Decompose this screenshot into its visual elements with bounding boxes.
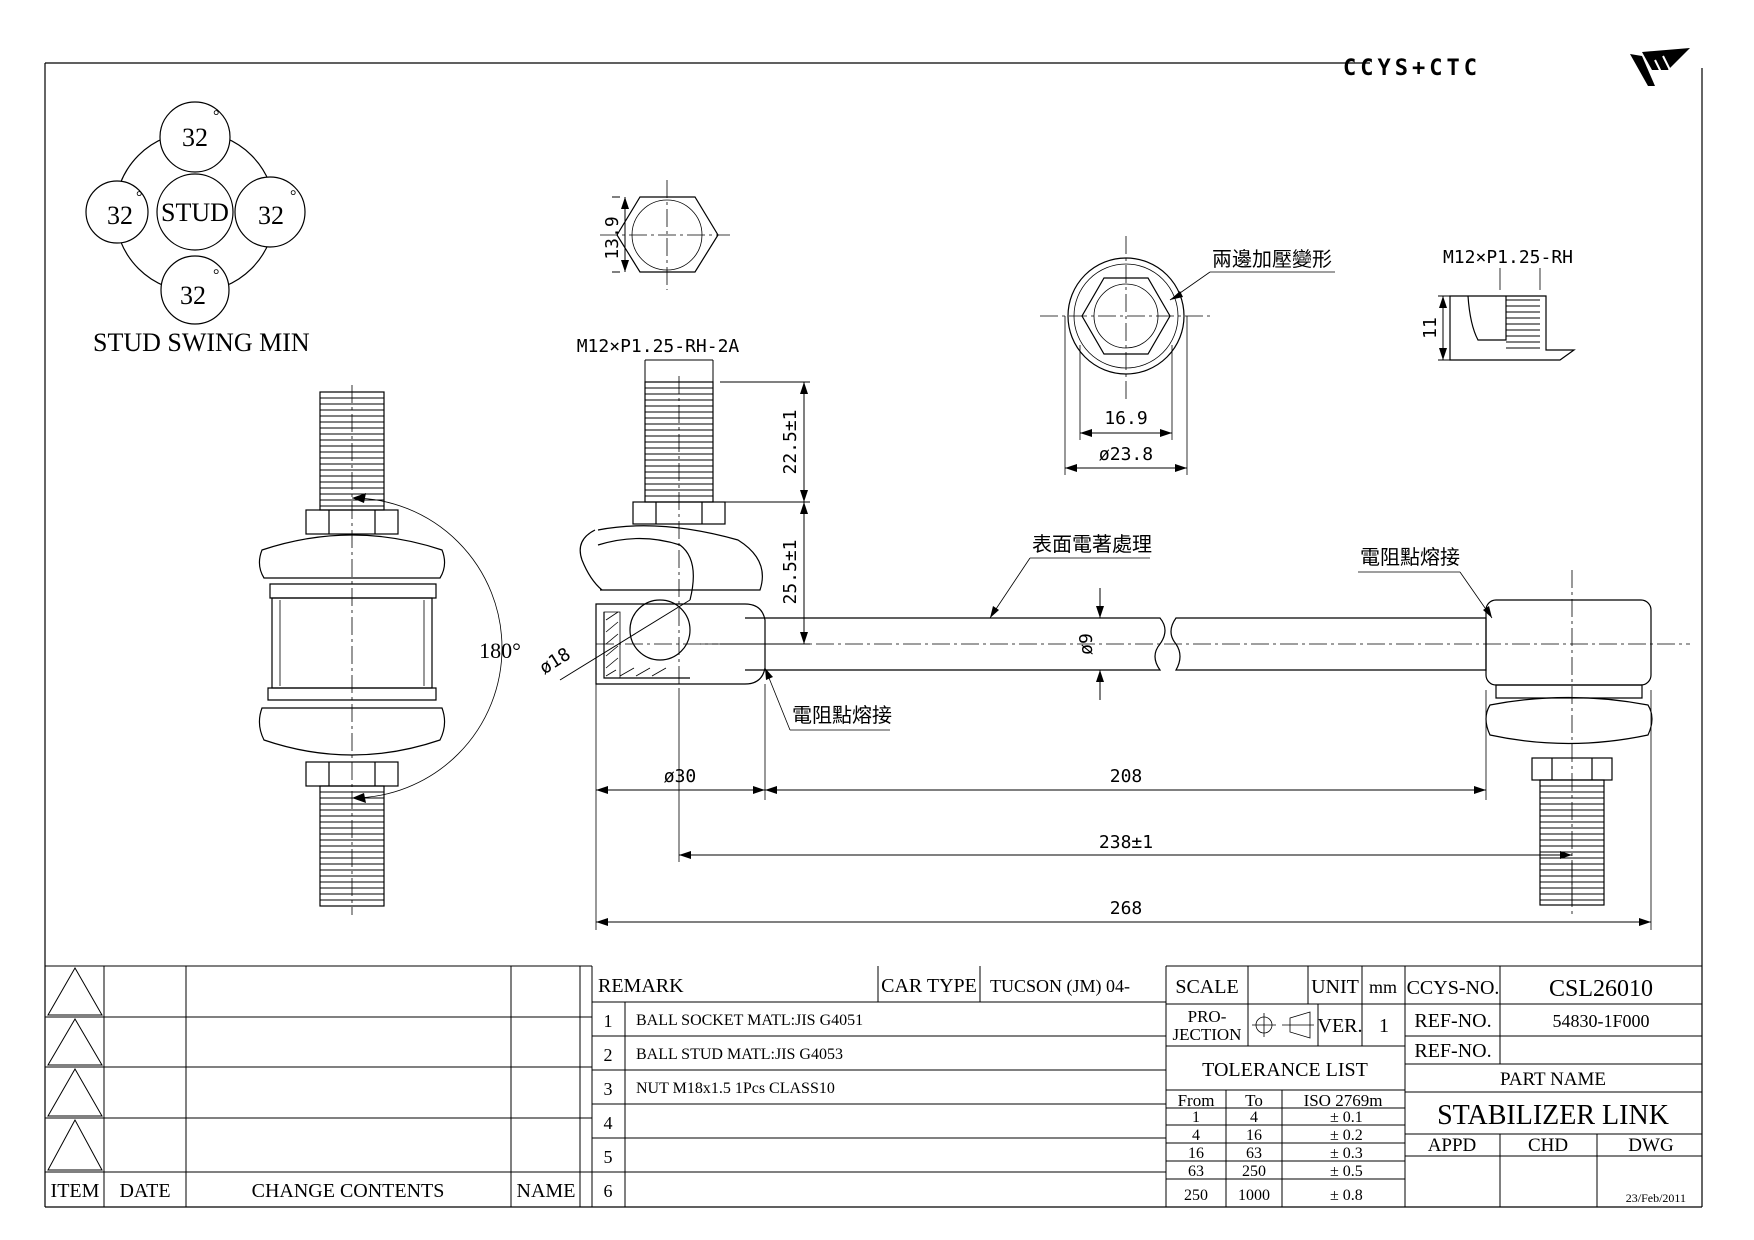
swing-angle-label: 180° bbox=[479, 638, 521, 663]
tol-to-header: To bbox=[1245, 1091, 1263, 1110]
tol-to-1: 4 bbox=[1250, 1109, 1258, 1126]
swing-right-degree: ° bbox=[290, 188, 296, 205]
main-view-dimensions: M12×P1.25-RH-2A 22.5±1 25.5±1 ø18 ø9 ø30… bbox=[536, 336, 1652, 930]
tol-from-4: 63 bbox=[1188, 1163, 1204, 1180]
rod-length-dim: 208 bbox=[1110, 766, 1143, 787]
scale-label: SCALE bbox=[1175, 976, 1238, 998]
tol-to-5: 1000 bbox=[1238, 1187, 1270, 1204]
ccys-no-label: CCYS-NO. bbox=[1407, 977, 1500, 999]
weld-note-left: 電阻點熔接 bbox=[792, 703, 892, 727]
ref-no-value: 54830-1F000 bbox=[1552, 1011, 1649, 1031]
tol-to-4: 250 bbox=[1242, 1163, 1266, 1180]
tol-iso-header: ISO 2769m bbox=[1304, 1091, 1383, 1110]
logo-text: CCYS+CTC bbox=[1343, 56, 1481, 81]
tol-to-2: 16 bbox=[1246, 1127, 1262, 1144]
nut-dia-dim: ø23.8 bbox=[1099, 444, 1153, 465]
remark-no-3: 3 bbox=[604, 1079, 613, 1099]
total-length-dim: 268 bbox=[1110, 898, 1143, 919]
tol-from-header: From bbox=[1178, 1091, 1215, 1110]
revision-change-header: CHANGE CONTENTS bbox=[252, 1180, 445, 1202]
remark-no-2: 2 bbox=[604, 1045, 613, 1065]
tol-from-5: 250 bbox=[1184, 1187, 1208, 1204]
spec-block: SCALE UNIT mm PRO- JECTION VER. 1 TOLERA… bbox=[1166, 965, 1702, 1207]
revision-name-header: NAME bbox=[517, 1180, 576, 1202]
swing-bottom-value: 32 bbox=[180, 281, 206, 310]
annotation-notes: 表面電著處理 電阻點熔接 電阻點熔接 bbox=[764, 532, 1493, 731]
remark-text-3: NUT M18x1.5 1Pcs CLASS10 bbox=[636, 1080, 835, 1097]
stud-thread-spec: M12×P1.25-RH-2A bbox=[577, 336, 740, 357]
drawing-date: 23/Feb/2011 bbox=[1626, 1191, 1686, 1205]
nut-front-view: 16.9 ø23.8 兩邊加壓變形 bbox=[1040, 236, 1335, 475]
surface-treatment-note: 表面電著處理 bbox=[1032, 532, 1152, 556]
nut-height-dim: 11 bbox=[1420, 317, 1441, 339]
logo-mark-icon bbox=[1630, 48, 1690, 86]
swing-title: STUD SWING MIN bbox=[93, 328, 310, 357]
revision-item-header: ITEM bbox=[51, 1180, 100, 1202]
swing-left-degree: ° bbox=[136, 189, 142, 206]
remark-no-5: 5 bbox=[604, 1147, 613, 1167]
remark-no-1: 1 bbox=[604, 1011, 613, 1031]
dwg-label: DWG bbox=[1628, 1135, 1674, 1156]
nut-side-view: M12×P1.25-RH 11 bbox=[1420, 247, 1576, 361]
tol-val-4: ± 0.5 bbox=[1330, 1163, 1363, 1180]
tol-from-1: 1 bbox=[1192, 1109, 1200, 1126]
tol-val-5: ± 0.8 bbox=[1330, 1187, 1363, 1204]
revision-table: ITEM DATE CHANGE CONTENTS NAME bbox=[45, 965, 593, 1207]
ver-value: 1 bbox=[1379, 1015, 1389, 1037]
tol-val-2: ± 0.2 bbox=[1330, 1127, 1363, 1144]
ball-joint-side-view: 180° bbox=[258, 385, 521, 915]
projection-label-1: PRO- bbox=[1188, 1007, 1227, 1026]
hex-height-dim: 13.9 bbox=[602, 216, 623, 259]
socket-dia-dim: ø30 bbox=[664, 766, 697, 787]
company-logo: CCYS+CTC bbox=[1343, 48, 1690, 86]
ref-no-label: REF-NO. bbox=[1414, 1010, 1491, 1032]
swing-top-value: 32 bbox=[182, 123, 208, 152]
ref-no2-label: REF-NO. bbox=[1414, 1040, 1491, 1062]
stud-swing-diagram: 32 ° 32 ° STUD 32 ° 32 ° STUD SWING MIN bbox=[85, 101, 310, 357]
appd-label: APPD bbox=[1428, 1135, 1477, 1156]
part-name-value: STABILIZER LINK bbox=[1437, 1100, 1669, 1131]
ccys-no-value: CSL26010 bbox=[1549, 976, 1653, 1002]
remark-text-1: BALL SOCKET MATL:JIS G4051 bbox=[636, 1012, 863, 1029]
remark-no-4: 4 bbox=[604, 1113, 613, 1133]
tolerance-title: TOLERANCE LIST bbox=[1202, 1059, 1368, 1081]
body-length-dim: 25.5±1 bbox=[780, 539, 801, 604]
remarks-table: REMARK CAR TYPE TUCSON (JM) 04- 1 BALL S… bbox=[592, 966, 1167, 1207]
tol-from-3: 16 bbox=[1188, 1145, 1204, 1162]
unit-label: UNIT bbox=[1311, 976, 1359, 998]
swing-top-degree: ° bbox=[213, 108, 219, 125]
nut-flat-dim: 16.9 bbox=[1104, 408, 1147, 429]
nut-thread-spec: M12×P1.25-RH bbox=[1443, 247, 1573, 268]
swing-center-label: STUD bbox=[161, 198, 229, 227]
tol-to-3: 63 bbox=[1246, 1145, 1262, 1162]
unit-value: mm bbox=[1369, 977, 1397, 997]
swing-left-value: 32 bbox=[107, 201, 133, 230]
stud-length-dim: 22.5±1 bbox=[780, 409, 801, 474]
projection-label-2: JECTION bbox=[1173, 1025, 1242, 1044]
center-length-dim: 238±1 bbox=[1099, 832, 1153, 853]
part-name-label: PART NAME bbox=[1500, 1069, 1606, 1090]
ball-dia-dim: ø18 bbox=[536, 644, 575, 679]
revision-date-header: DATE bbox=[119, 1180, 170, 1202]
rod-dia-dim: ø9 bbox=[1076, 633, 1097, 655]
remark-text-2: BALL STUD MATL:JIS G4053 bbox=[636, 1046, 843, 1063]
remark-label: REMARK bbox=[598, 975, 684, 997]
remark-no-6: 6 bbox=[604, 1181, 613, 1201]
swing-right-value: 32 bbox=[258, 201, 284, 230]
title-block: CCYS-NO. CSL26010 REF-NO. 54830-1F000 RE… bbox=[1405, 966, 1702, 1207]
nut-deform-note: 兩邊加壓變形 bbox=[1212, 247, 1332, 271]
hex-top-view: 13.9 bbox=[600, 180, 730, 290]
weld-note-right: 電阻點熔接 bbox=[1360, 545, 1460, 569]
car-type-value: TUCSON (JM) 04- bbox=[990, 976, 1130, 997]
tol-val-3: ± 0.3 bbox=[1330, 1145, 1363, 1162]
ver-label: VER. bbox=[1318, 1015, 1363, 1037]
swing-bottom-degree: ° bbox=[213, 267, 219, 284]
drawing-border bbox=[44, 62, 1703, 1208]
projection-symbol-icon bbox=[1252, 1011, 1314, 1039]
tol-from-2: 4 bbox=[1192, 1127, 1200, 1144]
tol-val-1: ± 0.1 bbox=[1330, 1109, 1363, 1126]
car-type-label: CAR TYPE bbox=[881, 975, 977, 997]
chd-label: CHD bbox=[1528, 1135, 1568, 1156]
